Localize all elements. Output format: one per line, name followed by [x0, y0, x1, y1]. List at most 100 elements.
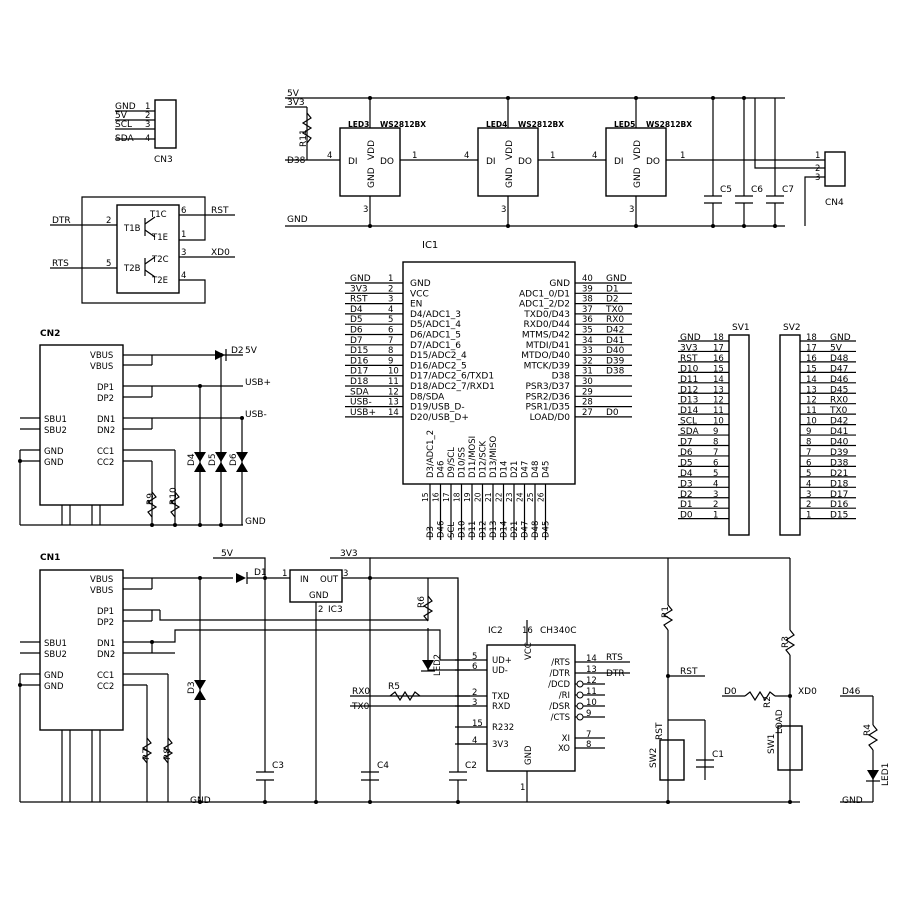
- ic1-left-net: GND: [350, 274, 371, 284]
- header-pin-num: 10: [806, 417, 817, 427]
- header-pin-num: 2: [806, 500, 811, 510]
- ic1-bottom-pin-num: 16: [432, 492, 441, 502]
- svg-text:GND: GND: [44, 458, 64, 468]
- ic1-left-net: D17: [350, 367, 368, 377]
- ic1-left-net: USB+: [350, 408, 376, 418]
- net-5v-label: 5V: [287, 89, 300, 99]
- header-pin-num: 12: [806, 396, 817, 406]
- svg-text:GND: GND: [309, 591, 329, 601]
- ic1-left-net: D6: [350, 326, 363, 336]
- header-net: D12: [680, 385, 698, 395]
- sv2-label: SV2: [783, 323, 801, 333]
- cn3-connector: CN3 GND 5V SCL SDA 12 34: [115, 99, 177, 165]
- header-net: D48: [830, 354, 849, 364]
- ic1-bottom-pin-num: 15: [421, 492, 430, 502]
- header-pin-num: 4: [713, 479, 718, 489]
- t1e-label: T1E: [151, 233, 168, 243]
- ic1-left-pin-name: D4/ADC1_3: [410, 310, 461, 320]
- ic1-bottom-pin-num: 23: [505, 492, 514, 502]
- c6-label: C6: [751, 185, 763, 195]
- ic1-bottom-net: D14: [500, 521, 510, 538]
- ic1-left-net: D18: [350, 377, 369, 387]
- ic1-right-pin-num: 30: [582, 377, 593, 387]
- ic1-left-pin-num: 8: [388, 346, 393, 356]
- t1b-label: T1B: [123, 224, 141, 234]
- ch340-left-pin-name: TXD: [491, 692, 510, 702]
- svg-text:R2: R2: [763, 696, 773, 708]
- svg-text:D0: D0: [724, 687, 737, 697]
- t2c-label: T2C: [151, 255, 169, 265]
- ic1-left-pin-num: 4: [388, 305, 393, 315]
- ic1-bottom-pin-name: D10/SS: [458, 447, 468, 478]
- svg-text:SBU2: SBU2: [44, 426, 67, 436]
- ic1-bottom-pin-num: 26: [537, 492, 546, 502]
- header-net: D21: [830, 469, 848, 479]
- ic1-bottom-pin-name: D47: [521, 461, 531, 478]
- ic1-bottom-pin-name: D45: [542, 461, 552, 478]
- ic1-left-net: D5: [350, 315, 363, 325]
- svg-text:2: 2: [815, 164, 820, 174]
- header-pin-num: 7: [713, 448, 718, 458]
- ic1-left-pin-name: D19/USB_D-: [410, 403, 465, 413]
- header-pin-num: 17: [713, 343, 724, 353]
- header-net: SDA: [680, 427, 699, 437]
- ch340-left-pin-num: 2: [472, 688, 477, 698]
- header-net: SCL: [680, 417, 697, 427]
- net-3v3-label: 3V3: [287, 98, 305, 108]
- svg-text:R5: R5: [388, 682, 400, 692]
- cn2-label: CN2: [40, 329, 60, 339]
- ic1-left-pin-name: D17/ADC2_6/TXD1: [410, 372, 494, 382]
- ic1-bottom-pin-num: 20: [474, 492, 483, 502]
- svg-text:LOAD: LOAD: [775, 709, 785, 734]
- pin-gnd: GND: [633, 167, 643, 188]
- ic1-right-pin-num: 38: [582, 295, 593, 305]
- ch340-right-pin-name: XI: [562, 734, 570, 744]
- header-pin-num: 16: [713, 354, 724, 364]
- ic1-bottom-net: D10: [458, 521, 468, 538]
- svg-text:RST: RST: [655, 722, 665, 740]
- header-pin-num: 18: [713, 333, 724, 343]
- svg-text:D5: D5: [208, 453, 218, 466]
- header-net: TX0: [829, 406, 848, 416]
- led3-part: WS2812BX: [380, 120, 426, 129]
- ic1-right-pin-num: 33: [582, 346, 593, 356]
- net-dtr-label: DTR: [52, 216, 71, 226]
- header-net: D38: [830, 458, 849, 468]
- ic1-left-net: D7: [350, 336, 363, 346]
- svg-text:CH340C: CH340C: [540, 626, 577, 636]
- ch340-right-pin-name: /DCD: [548, 680, 570, 690]
- svg-text:LED1: LED1: [881, 763, 891, 786]
- cn3-label: CN3: [154, 155, 173, 165]
- svg-text:3: 3: [181, 248, 186, 258]
- net-d38-label: D38: [287, 156, 306, 166]
- cn4-and-caps: CN4 123 C5 C6 C7: [368, 96, 846, 228]
- cn2-5v: 5V: [245, 346, 258, 356]
- reset-boot-section: R1 RST R3 D0 XD0 R2 SW2 RST C1 SW1 LOAD …: [370, 557, 891, 806]
- svg-text:R4: R4: [863, 724, 873, 736]
- header-pin-num: 5: [806, 469, 811, 479]
- cn4-label: CN4: [825, 198, 844, 208]
- ic1-right-net: D2: [606, 295, 619, 305]
- svg-text:VBUS: VBUS: [90, 351, 113, 361]
- pin-di: DI: [486, 157, 496, 167]
- header-pin-num: 9: [806, 427, 811, 437]
- header-net: D10: [680, 364, 699, 374]
- ch340-right-pin-num: 9: [586, 709, 591, 719]
- ic1-right-pin-num: 34: [582, 336, 593, 346]
- ic1-bottom-pin-name: D21: [510, 461, 520, 478]
- svg-text:GND: GND: [842, 796, 863, 806]
- svg-text:4: 4: [181, 271, 186, 281]
- ic1-right-net: GND: [606, 274, 627, 284]
- sv1-label: SV1: [732, 323, 750, 333]
- svg-text:DN2: DN2: [97, 650, 115, 660]
- svg-text:1: 1: [145, 102, 150, 112]
- svg-text:R1: R1: [661, 606, 671, 618]
- svg-text:C4: C4: [377, 761, 389, 771]
- header-net: D1: [680, 500, 693, 510]
- svg-text:CC2: CC2: [97, 458, 114, 468]
- ic1-right-pin-name: MTCK/D39: [524, 361, 571, 371]
- header-net: D46: [830, 375, 849, 385]
- header-pin-num: 10: [713, 417, 724, 427]
- ic1-right-pin-name: RXD0/D44: [524, 320, 571, 330]
